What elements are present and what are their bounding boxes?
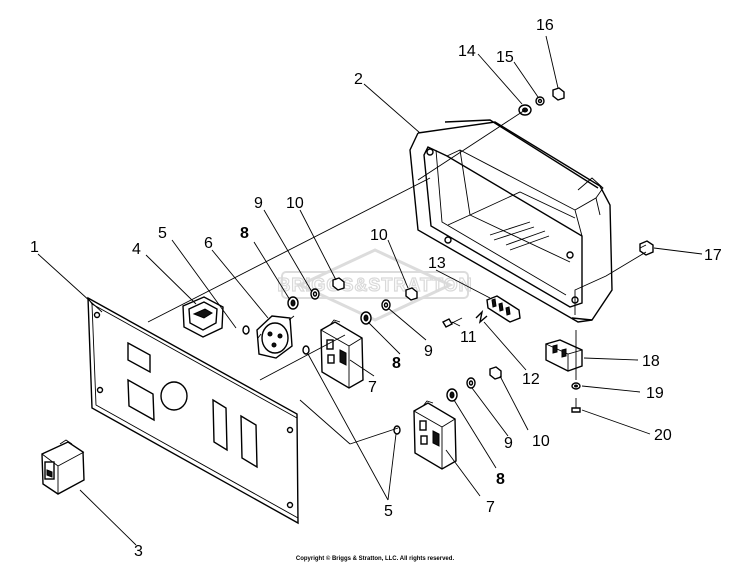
callout-12: 12: [522, 371, 540, 388]
callout-11: 11: [460, 329, 477, 346]
callout-19: 19: [646, 385, 664, 402]
callout-1: 1: [30, 239, 39, 256]
callout-3: 3: [134, 543, 143, 560]
callout-2: 2: [354, 71, 363, 88]
callout-5-upper: 5: [158, 225, 167, 242]
hardware-washers-nuts: [242, 87, 654, 435]
part-2-housing: [409, 119, 613, 323]
callout-18: 18: [642, 353, 660, 370]
part-7-outlet-lower: [413, 400, 457, 470]
callout-7-lower: 7: [486, 499, 495, 516]
callout-13: 13: [428, 255, 446, 272]
part-7-outlet-upper: [320, 319, 364, 389]
callout-5-lower: 5: [384, 503, 393, 520]
callout-15: 15: [496, 49, 514, 66]
callout-9-middle: 9: [424, 343, 433, 360]
callout-20: 20: [654, 427, 672, 444]
callout-6: 6: [204, 235, 213, 252]
callout-numbers: 1 2 3 4 5 5 6 7 7 8 8 8 9 9 9 10 10 10 1…: [30, 17, 722, 560]
watermark-text: BRIGGS&STRATTON: [277, 275, 472, 295]
callout-9-lower: 9: [504, 435, 513, 452]
callout-16: 16: [536, 17, 554, 34]
callout-17: 17: [704, 247, 722, 264]
callout-8-middle: 8: [392, 355, 401, 372]
leader-lines: [37, 35, 703, 546]
part-4-cover: [182, 296, 224, 338]
callout-9-left: 9: [254, 195, 263, 212]
part-3-switch: [41, 439, 85, 495]
briggs-stratton-watermark: BRIGGS&STRATTON: [277, 248, 472, 322]
callout-7-upper: 7: [368, 379, 377, 396]
callout-10-middle: 10: [370, 227, 388, 244]
callout-4: 4: [132, 241, 141, 258]
callout-10-left: 10: [286, 195, 304, 212]
callout-14: 14: [458, 43, 476, 60]
callout-8-lower: 8: [496, 471, 505, 488]
part-1-front-panel: [87, 296, 299, 525]
callout-10-lower: 10: [532, 433, 550, 450]
part-6-receptacle: [256, 315, 295, 359]
copyright-notice: Copyright © Briggs & Stratton, LLC. All …: [295, 556, 455, 562]
callout-8-left: 8: [240, 225, 249, 242]
